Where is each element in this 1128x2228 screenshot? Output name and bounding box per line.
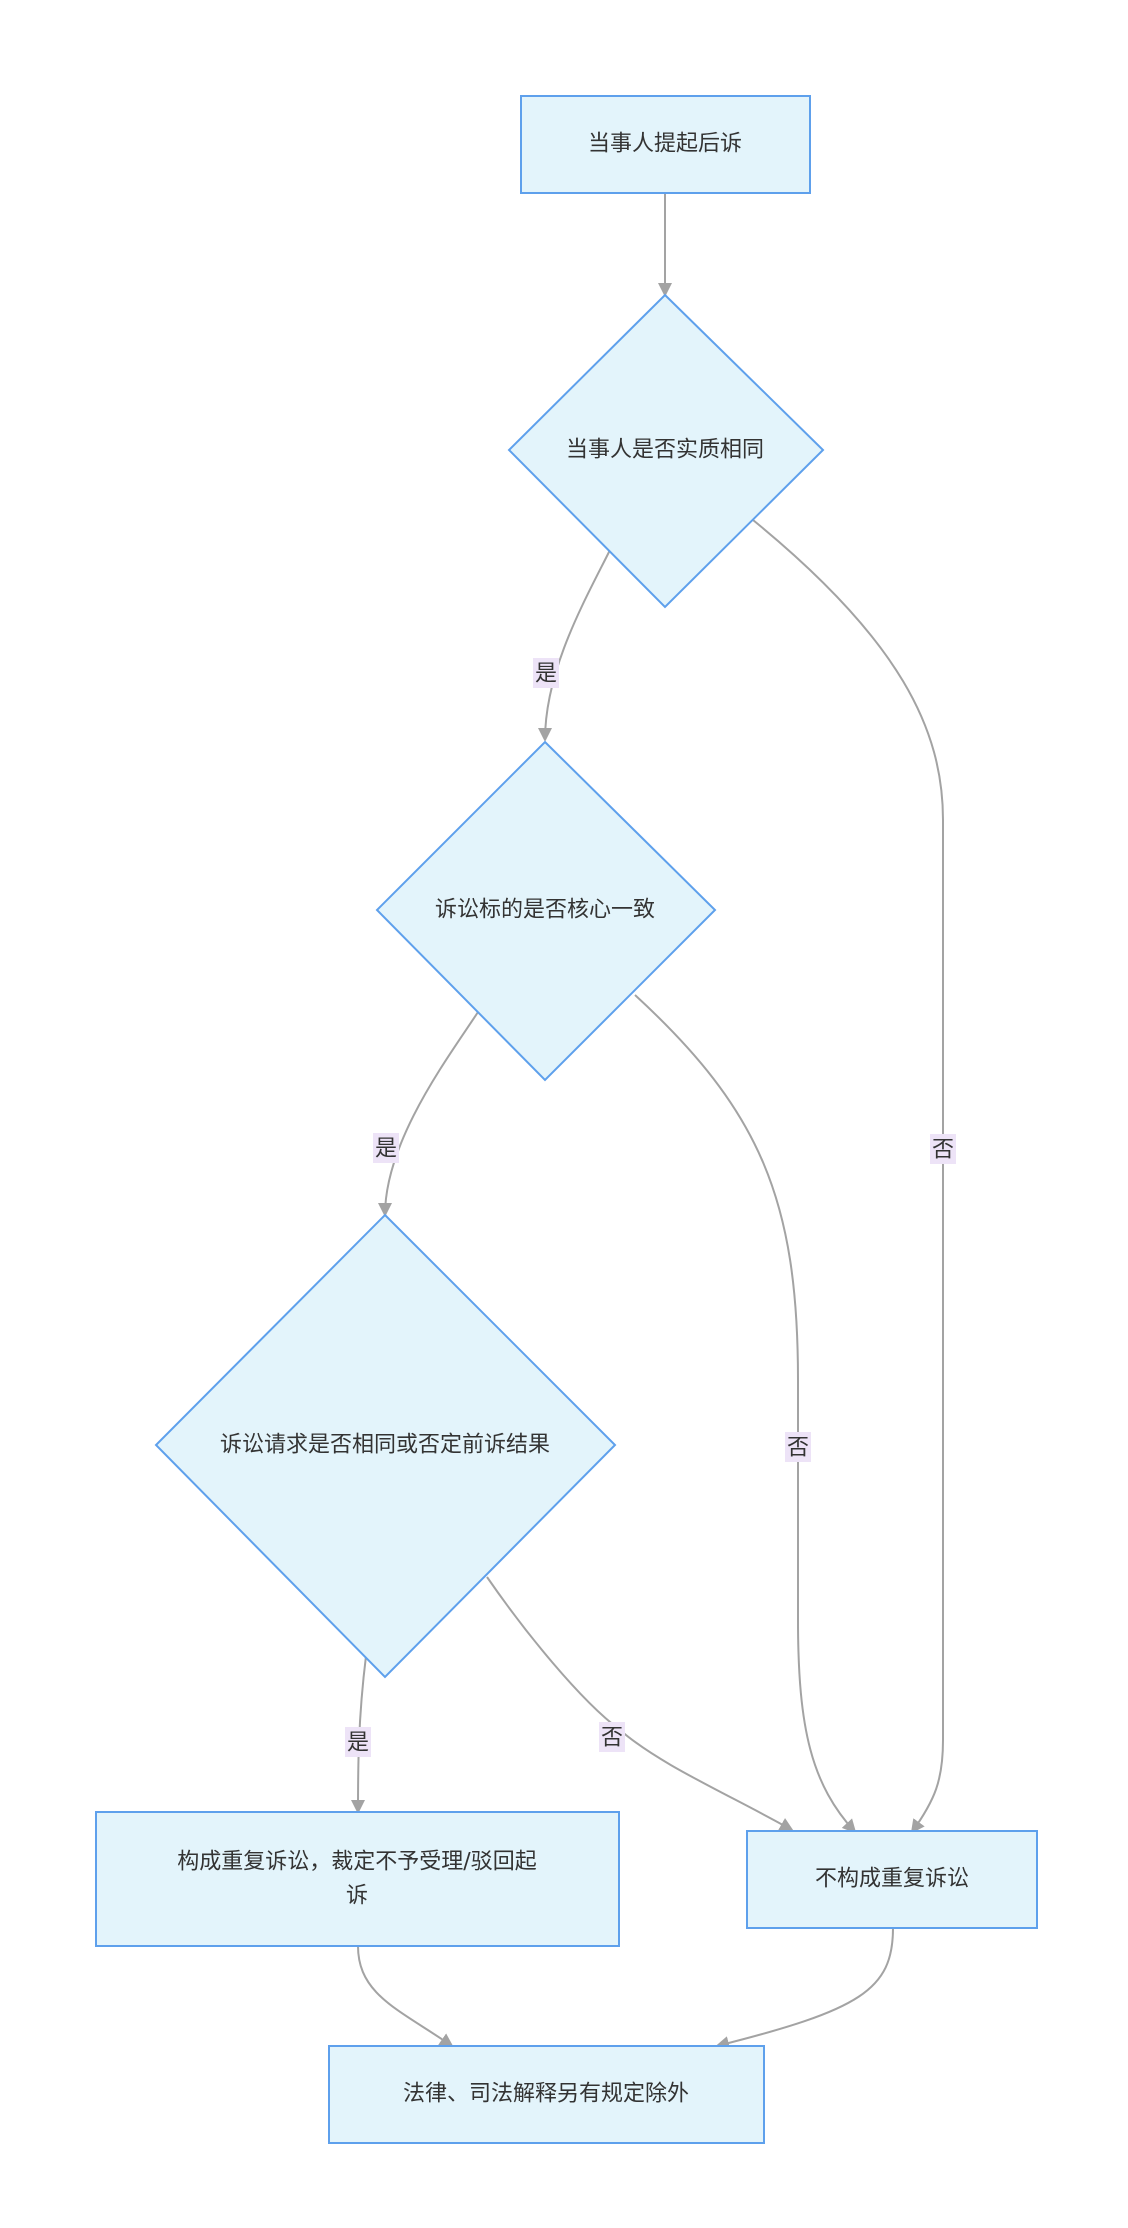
svg-text:当事人提起后诉: 当事人提起后诉 — [588, 132, 742, 157]
edge-label-d3-yes: 是 — [345, 1727, 371, 1757]
svg-text:法律、司法解释另有规定除外: 法律、司法解释另有规定除外 — [403, 2082, 689, 2107]
svg-text:否: 否 — [932, 1138, 954, 1163]
edge-d2-yes — [378, 1011, 479, 1217]
edge-d2-no — [634, 994, 857, 1834]
edge-no-to-end — [715, 1927, 894, 2050]
svg-text:当事人是否实质相同: 当事人是否实质相同 — [566, 438, 764, 463]
edge-label-d2-no: 否 — [785, 1432, 811, 1462]
edge-yes-to-end — [357, 1945, 454, 2048]
svg-text:是: 是 — [535, 662, 557, 687]
svg-text:是: 是 — [375, 1137, 397, 1162]
svg-text:是: 是 — [347, 1731, 369, 1756]
node-exception: 法律、司法解释另有规定除外 — [328, 2045, 765, 2144]
svg-text:否: 否 — [787, 1436, 809, 1461]
svg-text:诉: 诉 — [346, 1884, 368, 1909]
edge-label-d2-yes: 是 — [373, 1133, 399, 1163]
node-not-duplicate: 不构成重复诉讼 — [746, 1830, 1038, 1929]
svg-text:诉讼标的是否核心一致: 诉讼标的是否核心一致 — [435, 898, 655, 923]
edge-label-d1-no: 否 — [930, 1134, 956, 1164]
decision-claims-same-or-negate: 诉讼请求是否相同或否定前诉结果 — [154, 1213, 617, 1679]
svg-text:不构成重复诉讼: 不构成重复诉讼 — [815, 1867, 969, 1892]
svg-text:构成重复诉讼，裁定不予受理/驳回起: 构成重复诉讼，裁定不予受理/驳回起 — [177, 1850, 536, 1875]
edge-d1-no — [752, 519, 944, 1834]
node-start: 当事人提起后诉 — [520, 95, 811, 194]
edge-d3-no — [486, 1576, 794, 1831]
edge-d1-yes — [538, 549, 611, 742]
decision-parties-same: 当事人是否实质相同 — [507, 293, 825, 609]
edge-label-d3-no: 否 — [599, 1722, 625, 1752]
svg-text:否: 否 — [601, 1726, 623, 1751]
svg-text:诉讼请求是否相同或否定前诉结果: 诉讼请求是否相同或否定前诉结果 — [220, 1433, 550, 1458]
decision-claim-object-consistent: 诉讼标的是否核心一致 — [375, 740, 717, 1082]
edge-label-d1-yes: 是 — [533, 658, 559, 688]
node-constitutes-duplicate: 构成重复诉讼，裁定不予受理/驳回起 诉 — [95, 1811, 620, 1947]
